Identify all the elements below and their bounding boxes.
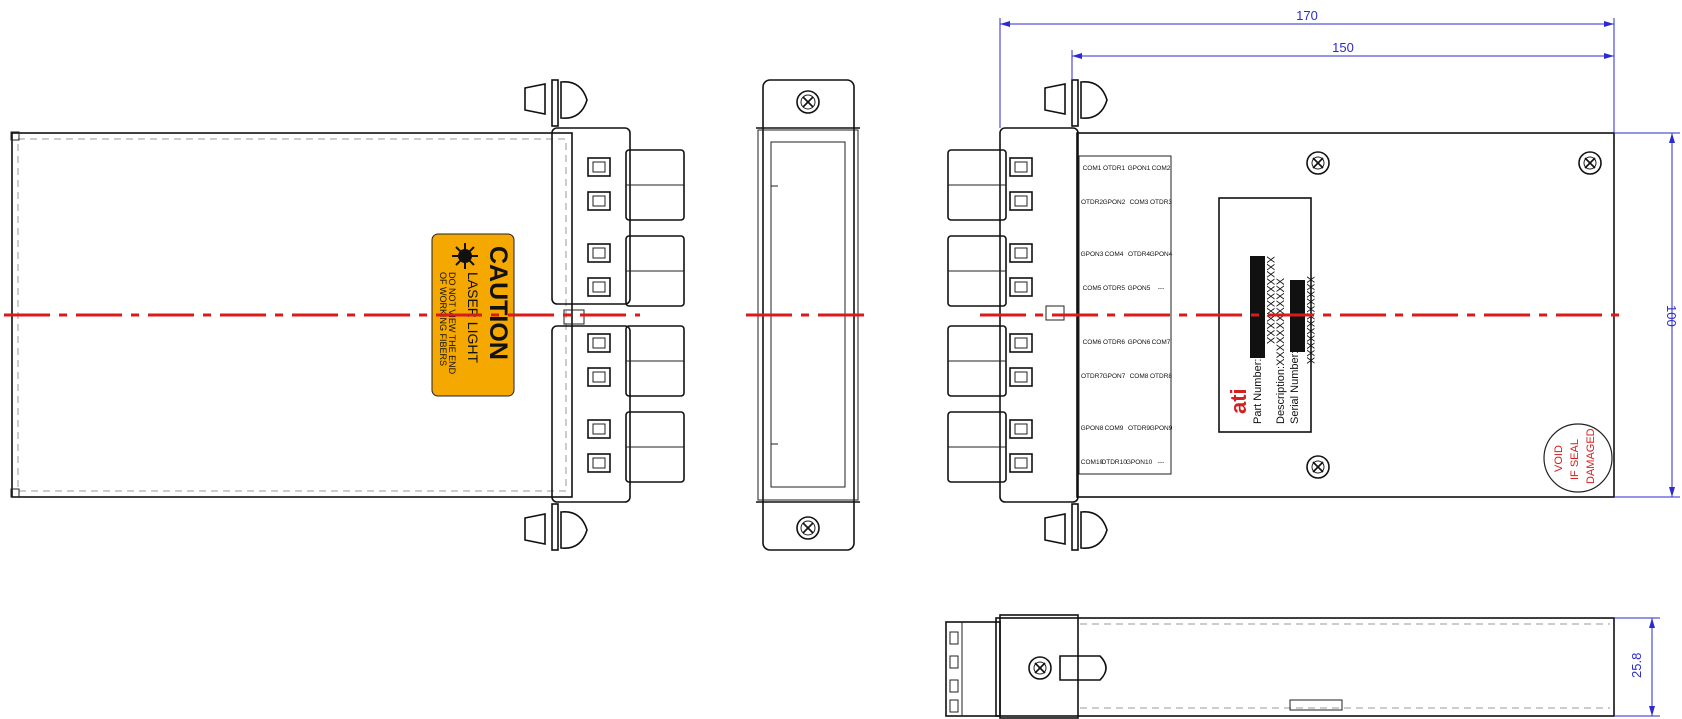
port-label: COM8 — [1130, 373, 1149, 380]
dimension-25-8: 25.8 — [1614, 617, 1660, 717]
dimension-170: 170 — [999, 8, 1615, 133]
barcode-text-1: XXXXXXXXXXXX — [1264, 256, 1276, 345]
dimension-100-text: 100 — [1664, 305, 1679, 327]
cover-screw-2 — [1578, 151, 1602, 175]
port-label: GPON9 — [1150, 425, 1173, 432]
seal-line2: IF SEAL — [1569, 439, 1581, 480]
port-label: COM6 — [1083, 339, 1102, 346]
latch-notch — [563, 309, 585, 325]
port-label: OTDR8 — [1150, 373, 1172, 380]
side-adapters — [945, 621, 1001, 717]
port-label: GPON1 — [1128, 165, 1151, 172]
dimension-100: 100 — [1614, 132, 1680, 498]
port-label: GPON3 — [1081, 251, 1104, 258]
ati-logo-text: ati — [1226, 388, 1251, 414]
side-tab — [1289, 699, 1343, 711]
port-label: GPON4 — [1150, 251, 1173, 258]
dimension-150-text: 150 — [1332, 40, 1354, 55]
port-label: OTDR3 — [1150, 199, 1172, 206]
port-label: COM3 — [1130, 199, 1149, 206]
port-label: COM4 — [1105, 251, 1124, 258]
ati-logo: ati — [1226, 370, 1251, 414]
push-pin-right-top — [1044, 79, 1108, 127]
port-label: GPON6 — [1128, 339, 1151, 346]
caution-warning-line2: OF WORKING FIBERS — [438, 272, 448, 366]
port-label: GPON7 — [1103, 373, 1126, 380]
port-label: COM9 — [1105, 425, 1124, 432]
void-seal: VOID IF SEAL DAMAGED — [1543, 423, 1613, 493]
dimension-25-8-text: 25.8 — [1629, 653, 1644, 678]
side-body — [995, 617, 1615, 717]
port-label: COM5 — [1083, 285, 1102, 292]
adapter-column-left — [587, 149, 685, 483]
port-label: GPON2 — [1103, 199, 1126, 206]
port-label: GPON5 — [1128, 285, 1151, 292]
side-screw — [1028, 656, 1052, 680]
push-pin-right-bottom — [1044, 503, 1108, 551]
side-push-pin — [1059, 655, 1107, 681]
port-label: OTDR5 — [1103, 285, 1125, 292]
caution-title: CAUTION — [484, 246, 512, 360]
port-label: --- — [1158, 459, 1165, 466]
faceplate-lower — [551, 325, 631, 503]
port-label: GPON8 — [1081, 425, 1104, 432]
part-number-label: Part Number: — [1252, 359, 1264, 424]
description-label: Description:XXXXXXXXXXXX — [1275, 277, 1287, 424]
dimension-170-text: 170 — [1296, 8, 1318, 23]
port-label: OTDR2 — [1081, 199, 1103, 206]
faceplate-upper — [551, 127, 631, 305]
push-pin-top — [524, 79, 588, 127]
port-label: OTDR4 — [1128, 251, 1150, 258]
port-label: OTDR9 — [1128, 425, 1150, 432]
front-screw-bottom — [796, 516, 820, 540]
dimension-150: 150 — [1071, 40, 1614, 80]
port-label: OTDR7 — [1081, 373, 1103, 380]
port-label: COM1 — [1083, 165, 1102, 172]
port-label: COM2 — [1152, 165, 1171, 172]
cover-screw-3 — [1306, 455, 1330, 479]
port-label: OTDR10 — [1101, 459, 1127, 466]
port-label: OTDR6 — [1103, 339, 1125, 346]
seal-line1: VOID — [1553, 445, 1565, 472]
side-view — [945, 614, 1615, 719]
serial-number-label: Serial Number: — [1289, 351, 1301, 424]
front-screw-top — [796, 90, 820, 114]
caution-subtitle: LASER LIGHT — [465, 272, 481, 363]
port-label: COM10 — [1081, 459, 1104, 466]
port-label: GPON10 — [1126, 459, 1153, 466]
adapter-column-right — [947, 149, 1033, 483]
cover-screw-1 — [1306, 151, 1330, 175]
port-label: --- — [1158, 285, 1165, 292]
laser-icon — [452, 243, 478, 269]
barcode-text-2: XXXXXXXXXXXX — [1304, 276, 1316, 365]
port-label: OTDR1 — [1103, 165, 1125, 172]
port-label: COM7 — [1152, 339, 1171, 346]
caution-warning-line1: DO NOT VIEW THE END — [447, 272, 457, 375]
seal-line3: DAMAGED — [1585, 428, 1597, 484]
push-pin-bottom — [524, 503, 588, 551]
